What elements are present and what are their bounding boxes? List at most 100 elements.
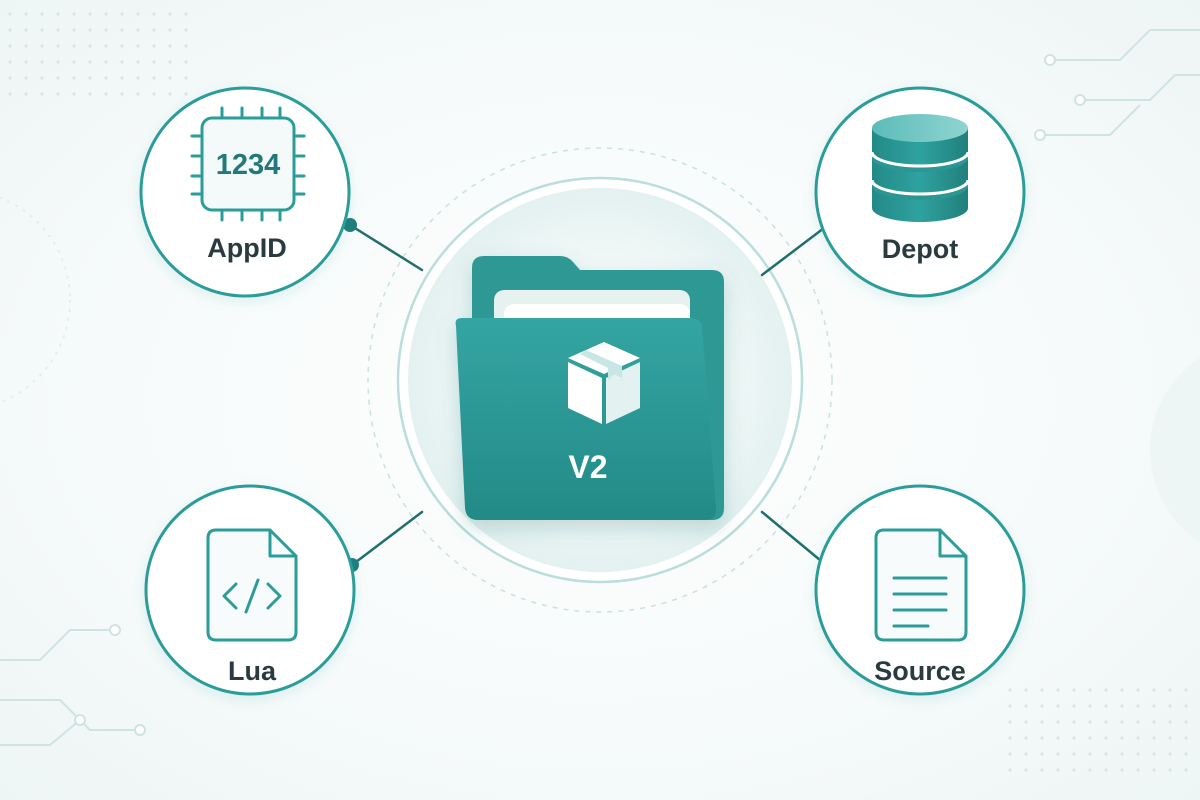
background-dot [72,44,76,48]
background-dot [24,92,28,96]
background-dot [1152,768,1156,772]
background-dot [1152,720,1156,724]
background-dot [1120,688,1124,692]
background-dot [56,60,60,64]
background-dot [1072,720,1076,724]
background-dot [184,92,188,96]
background-dot [104,76,108,80]
background-dot [1040,720,1044,724]
background-dot [184,44,188,48]
background-dot [104,12,108,16]
background-dot [88,44,92,48]
background-dot [152,12,156,16]
text-document-icon [874,528,968,642]
background-dot [104,92,108,96]
node-lua[interactable]: Lua [144,484,356,696]
background-dot [8,12,12,16]
background-dot [1072,704,1076,708]
background-dot [40,44,44,48]
connector-appid [343,218,424,272]
background-dot [1040,704,1044,708]
background-dot [136,28,140,32]
node-depot[interactable]: Depot [814,86,1026,298]
background-dot [168,76,172,80]
background-dot [1056,768,1060,772]
background-dot [152,92,156,96]
background-dot [56,12,60,16]
background-dot [1168,736,1172,740]
background-dot [1008,752,1012,756]
background-dot [72,76,76,80]
background-dot [104,44,108,48]
background-dot [1104,720,1108,724]
background-dot [1024,752,1028,756]
background-dot [120,12,124,16]
background-dot [168,60,172,64]
background-dot [1008,736,1012,740]
background-dot [136,60,140,64]
background-dot [1152,752,1156,756]
background-dot [1120,704,1124,708]
background-dot [88,60,92,64]
background-arc-left [0,196,71,404]
circuit-traces-top-right [1034,29,1200,141]
node-label-appid: AppID [207,233,286,263]
background-dot [1088,752,1092,756]
background-dot [1152,688,1156,692]
background-dot [1104,768,1108,772]
background-dot [1184,752,1188,756]
background-dot [40,28,44,32]
database-icon [870,114,970,222]
background-dot [56,44,60,48]
background-dot [168,44,172,48]
node-appid[interactable]: 1234 AppID [139,86,351,298]
background-dot [24,12,28,16]
background-dot [8,28,12,32]
background-dot [120,76,124,80]
background-dot [56,92,60,96]
background-dot [72,92,76,96]
background-dot [136,76,140,80]
background-dot [1088,688,1092,692]
background-dot [1104,752,1108,756]
background-dot [184,12,188,16]
background-dot [1120,752,1124,756]
background-dot [1168,688,1172,692]
background-dot [40,12,44,16]
background-dot [1104,736,1108,740]
background-dot [1008,688,1012,692]
background-dot [1120,720,1124,724]
background-dot [88,76,92,80]
background-dot [120,28,124,32]
background-dot [1184,688,1188,692]
background-dot [1040,752,1044,756]
background-dot [1120,768,1124,772]
background-dot [1104,704,1108,708]
background-dot [184,60,188,64]
background-dot [1184,720,1188,724]
background-dot [1088,768,1092,772]
background-dot [1136,704,1140,708]
node-source[interactable]: Source [814,484,1026,696]
node-label-source: Source [874,656,966,686]
background-dot [1136,688,1140,692]
background-dot [168,28,172,32]
background-dot [152,60,156,64]
background-dot [40,92,44,96]
background-dot [1056,720,1060,724]
background-dot [1088,720,1092,724]
background-dot [136,12,140,16]
node-label-depot: Depot [882,234,959,264]
background-dot [1040,736,1044,740]
background-dot [1136,720,1140,724]
background-dot [1152,704,1156,708]
background-dot [8,76,12,80]
background-dot [72,28,76,32]
background-dot [136,44,140,48]
background-dot [1152,736,1156,740]
background-dot [24,76,28,80]
background-dot [1040,688,1044,692]
background-dot [1136,768,1140,772]
background-dot [1104,688,1108,692]
background-dot [152,28,156,32]
